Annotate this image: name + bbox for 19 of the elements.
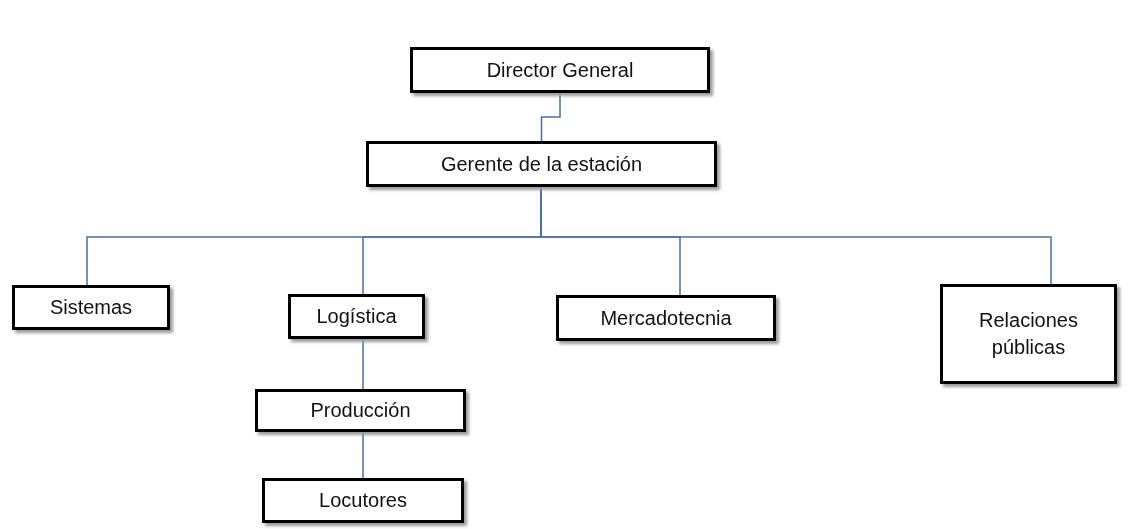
org-box — [255, 389, 466, 432]
org-box — [940, 284, 1117, 384]
box-label: Producción — [310, 398, 411, 423]
org-box — [556, 295, 776, 341]
org-box — [262, 478, 464, 523]
connector-line — [540, 92, 561, 142]
org-box — [410, 47, 710, 93]
box-label: Logística — [316, 304, 397, 329]
box-label: Mercadotecnia — [600, 305, 732, 331]
box-label: Gerente de la estación — [440, 151, 643, 177]
box-label: Relaciones públicas — [978, 308, 1079, 360]
org-box — [12, 285, 170, 330]
box-label: Director General — [486, 57, 634, 83]
box-label: Locutores — [319, 488, 407, 513]
box-label: Sistemas — [49, 295, 133, 320]
connector-line — [362, 431, 364, 479]
org-box — [288, 294, 425, 339]
connector-line — [362, 338, 364, 390]
org-box — [366, 141, 717, 187]
